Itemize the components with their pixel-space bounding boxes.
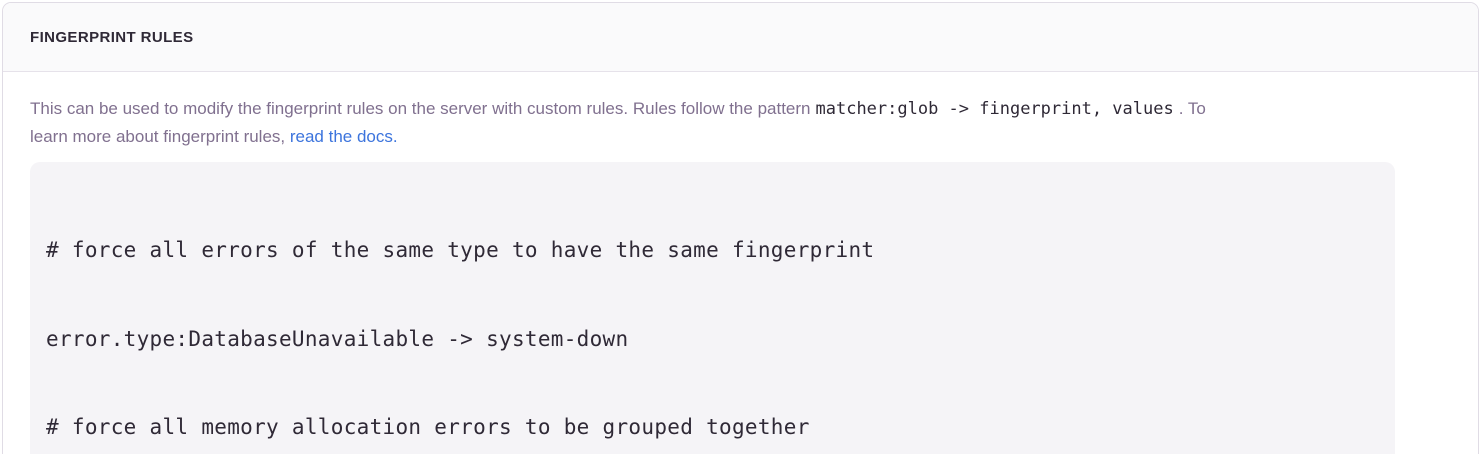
field-help-text: This can be used to modify the fingerpri… <box>30 95 1451 151</box>
panel-header: FINGERPRINT RULES <box>3 3 1478 72</box>
example-code-line-2: error.type:DatabaseUnavailable -> system… <box>46 326 629 351</box>
panel-title: FINGERPRINT RULES <box>30 28 194 46</box>
help-text-part-2: . To <box>1178 99 1206 118</box>
example-code-block: # force all errors of the same type to h… <box>30 162 1395 454</box>
read-the-docs-link[interactable]: read the docs. <box>289 127 398 146</box>
example-code-line-1: # force all errors of the same type to h… <box>46 238 875 262</box>
help-text-part-1: This can be used to modify the fingerpri… <box>30 99 811 118</box>
rule-pattern-inline-code: matcher:glob -> fingerprint, values <box>815 99 1174 119</box>
panel-body: This can be used to modify the fingerpri… <box>3 72 1478 454</box>
help-text-part-3: learn more about fingerprint rules, <box>30 127 290 146</box>
example-code-line-3: # force all memory allocation errors to … <box>46 415 810 439</box>
